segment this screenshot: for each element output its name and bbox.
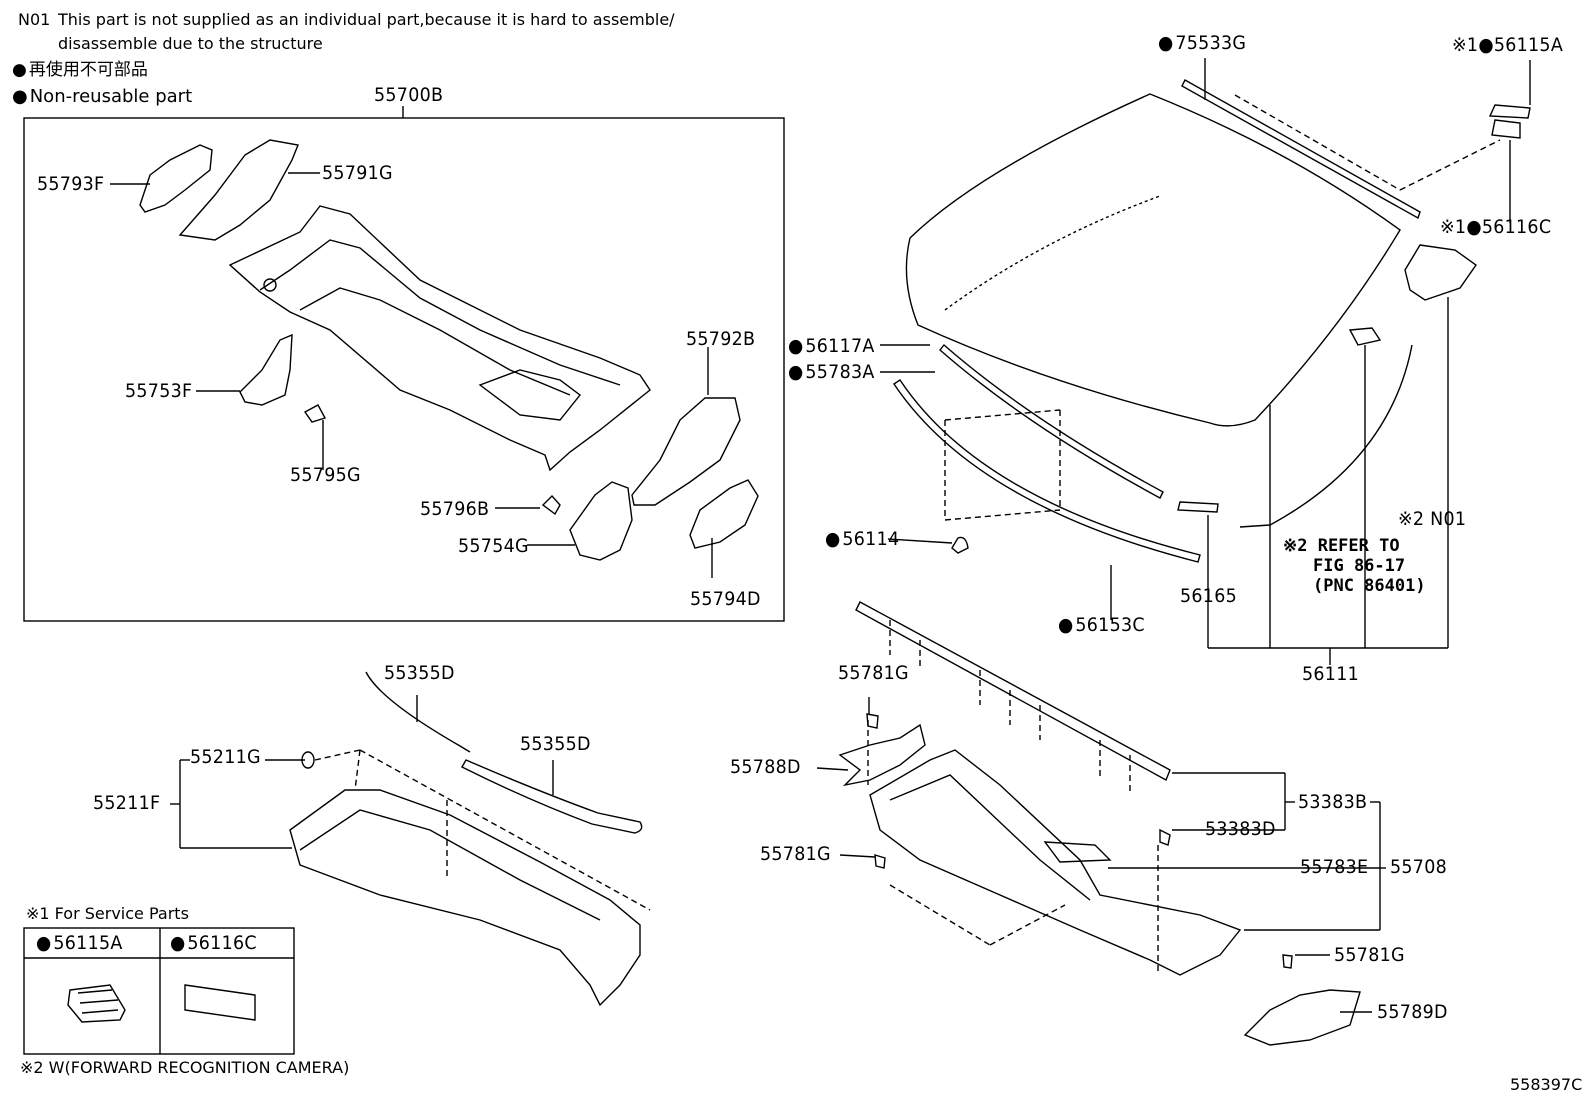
- part-55211F-drawing: [289, 789, 641, 1007]
- label-55355D-a: 55355D: [384, 662, 455, 684]
- label-56111: 56111: [1302, 663, 1359, 685]
- label-53383B: 53383B: [1298, 791, 1368, 813]
- part-55791G: [178, 139, 299, 241]
- label-56117A: 56117A: [788, 337, 875, 356]
- label-55796B: 55796B: [420, 498, 490, 520]
- service-col1-header: 56115A: [36, 934, 123, 953]
- note-n01-line2: disassemble due to the structure: [58, 34, 323, 53]
- diagram-id: 558397C: [1510, 1075, 1583, 1094]
- label-55795G: 55795G: [290, 464, 361, 486]
- label-56153C-text: 56153C: [1075, 614, 1145, 636]
- label-56115A: ※1●56115A: [1452, 34, 1564, 56]
- label-55791G: 55791G: [322, 162, 393, 184]
- label-55793F: 55793F: [37, 173, 105, 195]
- note-nonreuse-en: Non-reusable part: [12, 88, 192, 106]
- label-56114-text: 56114: [842, 528, 900, 550]
- part-55355D-strip: [365, 671, 471, 753]
- note-nonreuse-jp-text: 再使用不可部品: [28, 60, 148, 80]
- part-53383B-seal: [855, 601, 1171, 781]
- label-55754G: 55754G: [458, 535, 529, 557]
- part-55795G: [303, 404, 327, 423]
- label-N01: ※2 N01: [1398, 508, 1467, 530]
- label-55789D: 55789D: [1377, 1001, 1448, 1023]
- note-n01-code: N01: [18, 10, 51, 29]
- service-parts-table: [23, 927, 295, 1055]
- label-55211G: 55211G: [190, 746, 261, 768]
- label-55783A: 55783A: [788, 363, 875, 382]
- label-55753F: 55753F: [125, 380, 193, 402]
- label-55788D: 55788D: [730, 756, 801, 778]
- label-55708: 55708: [1390, 856, 1447, 878]
- label-55211F: 55211F: [93, 792, 161, 814]
- part-55793F: [139, 144, 213, 213]
- windshield-drawing: [905, 79, 1531, 528]
- note-nonreuse-en-text: Non-reusable part: [29, 86, 193, 107]
- part-55796B: [541, 494, 561, 516]
- part-55794D: [689, 479, 759, 549]
- note-camera: ※2 W(FORWARD RECOGNITION CAMERA): [20, 1058, 350, 1077]
- label-55700B: 55700B: [374, 84, 444, 106]
- note-nonreuse-jp: 再使用不可部品: [12, 62, 148, 79]
- part-55753F: [239, 333, 293, 406]
- part-55792B: [631, 397, 741, 506]
- label-55792B: 55792B: [686, 328, 756, 350]
- part-55708-louver: [869, 749, 1242, 976]
- label-75533G: 75533G: [1158, 34, 1246, 53]
- service-col2-header: 56116C: [170, 934, 257, 953]
- label-53383D: 53383D: [1205, 818, 1276, 840]
- label-55781G-b: 55781G: [760, 843, 831, 865]
- label-56117A-text: 56117A: [805, 335, 875, 357]
- note-n01-line1: This part is not supplied as an individu…: [58, 10, 675, 29]
- label-55355D-b: 55355D: [520, 733, 591, 755]
- label-55783E: 55783E: [1300, 856, 1369, 878]
- part-55754G: [569, 481, 633, 561]
- service-col2-text: 56116C: [187, 932, 257, 954]
- assembly-box-55700B: [23, 117, 785, 622]
- service-col1-text: 56115A: [53, 932, 123, 954]
- label-55781G-c: 55781G: [1334, 944, 1405, 966]
- part-56116C-service: [184, 984, 256, 1021]
- label-55781G-a: 55781G: [838, 662, 909, 684]
- label-56153C: 56153C: [1058, 616, 1145, 635]
- label-75533G-text: 75533G: [1175, 32, 1247, 54]
- part-56115A-service: [67, 984, 126, 1023]
- part-55788D: [838, 723, 926, 787]
- label-56114: 56114: [825, 530, 899, 549]
- label-55783A-text: 55783A: [805, 361, 875, 383]
- cowl-panel-drawing: [228, 205, 651, 472]
- label-56165: 56165: [1180, 585, 1237, 607]
- label-55794D: 55794D: [690, 588, 761, 610]
- refer-line2: FIG 86-17: [1313, 556, 1406, 576]
- note-service-parts: ※1 For Service Parts: [26, 904, 189, 923]
- label-56116C: ※1●56116C: [1440, 216, 1552, 238]
- part-55789D: [1243, 989, 1361, 1046]
- refer-line3: (PNC 86401): [1313, 576, 1426, 596]
- refer-line1: ※2 REFER TO: [1283, 536, 1400, 556]
